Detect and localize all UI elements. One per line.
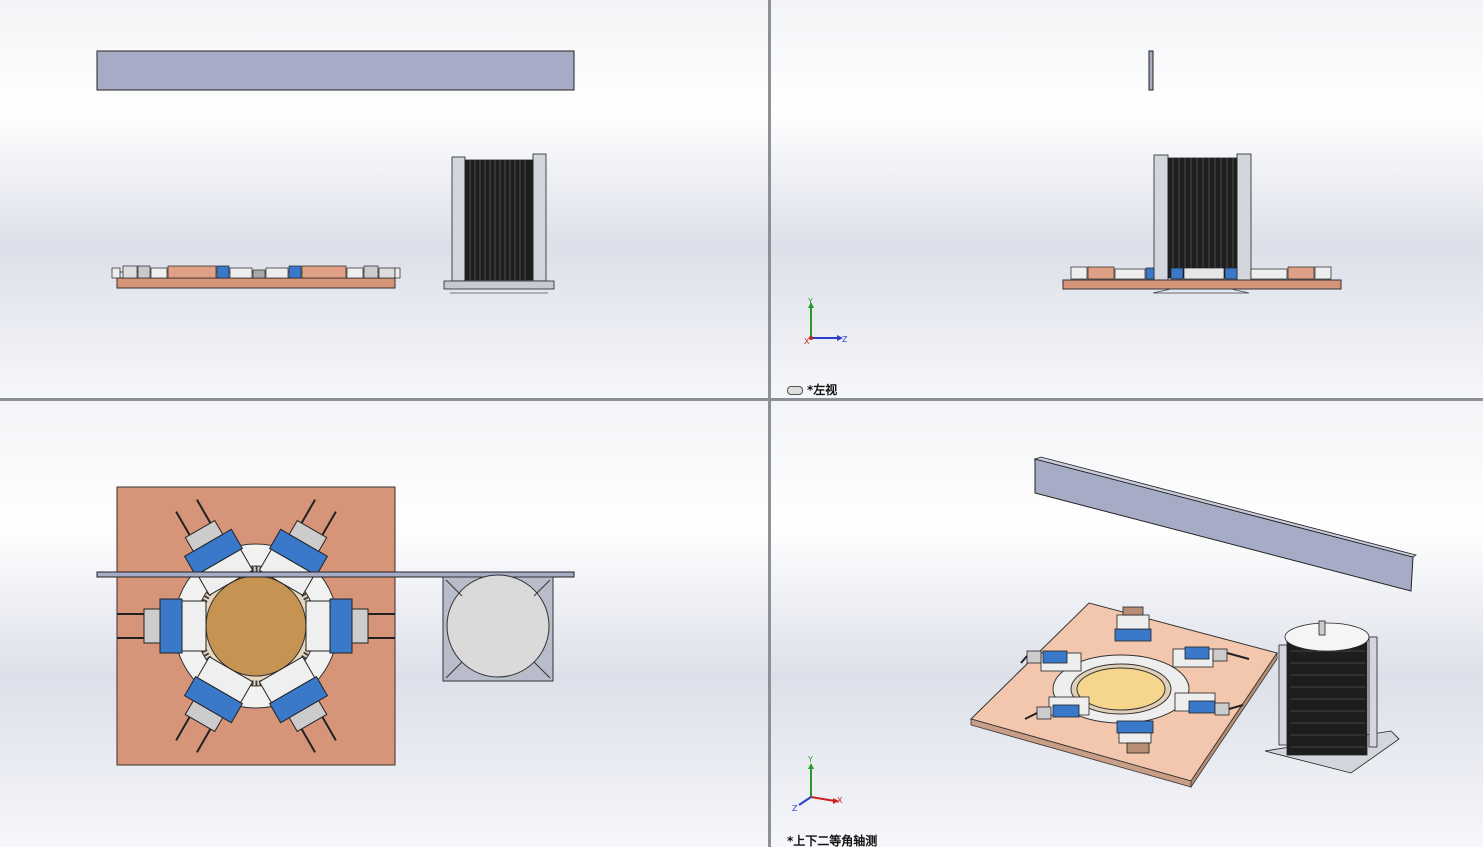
wafer — [1076, 667, 1166, 711]
view-glasses-icon — [787, 386, 803, 395]
coordinate-triad: Y X Z — [792, 755, 843, 813]
triad-x-label: X — [804, 337, 810, 346]
triad-z-label: Z — [792, 804, 798, 813]
base-plate — [116, 277, 396, 289]
gripper — [1116, 720, 1154, 754]
wafer-cassette — [443, 153, 555, 294]
gripper — [1174, 692, 1244, 716]
wafer — [205, 575, 307, 677]
triad-y-label: Y — [807, 755, 813, 764]
viewport-isometric[interactable]: Y X Z *上下二等角轴测 — [771, 401, 1483, 847]
wafer-cassette — [1153, 153, 1252, 281]
triad-y-label: Y — [807, 297, 813, 306]
view-name-text: *左视 — [807, 383, 838, 397]
viewport-left[interactable]: Y Z X *左视 — [771, 0, 1483, 398]
overhead-bar — [96, 50, 575, 91]
triad-x-label: X — [837, 796, 843, 805]
gripper — [258, 656, 337, 753]
gripper — [1024, 696, 1090, 720]
view-name-label: *左视 — [787, 381, 837, 398]
triad-z-label: Z — [842, 335, 848, 344]
viewport-top[interactable] — [0, 401, 768, 847]
iso-view-model — [970, 456, 1417, 789]
base-plate — [1062, 279, 1342, 290]
overhead-bar — [96, 571, 575, 578]
gripper-row — [111, 265, 401, 279]
gripper — [305, 598, 395, 654]
wafer-cassette — [442, 574, 554, 682]
coordinate-triad: Y Z X — [804, 297, 848, 346]
gripper-row — [1070, 266, 1332, 280]
top-view-model — [96, 486, 575, 766]
viewport-front[interactable] — [0, 0, 768, 398]
overhead-bar — [1034, 458, 1414, 592]
front-view-model — [96, 50, 575, 294]
wafer-cassette — [1264, 620, 1400, 774]
overhead-bar-end — [1148, 50, 1154, 91]
gripper — [1172, 646, 1250, 668]
gripper — [1114, 606, 1152, 642]
gripper — [175, 656, 254, 753]
gripper — [117, 598, 207, 654]
left-view-model — [1062, 50, 1342, 294]
gripper — [1020, 650, 1082, 672]
view-name-label: *上下二等角轴测 — [787, 834, 878, 847]
